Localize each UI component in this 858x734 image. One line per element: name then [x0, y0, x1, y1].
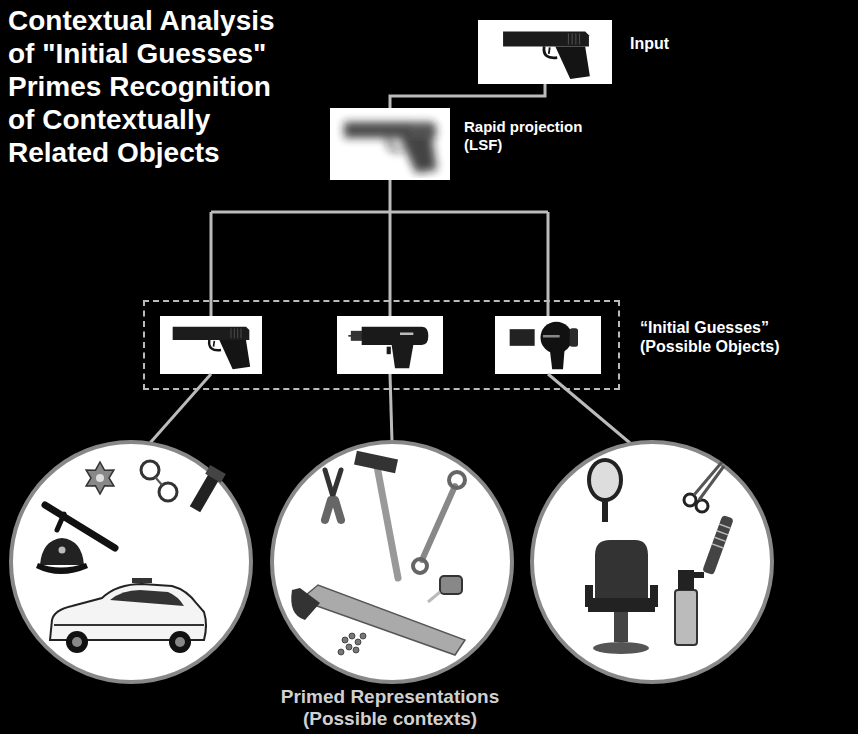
connector-line [389, 180, 392, 300]
tool-context-part-part [349, 633, 355, 639]
image-frames-part [337, 316, 443, 374]
police-context-part-part [175, 637, 185, 647]
police-context-part [187, 465, 226, 514]
tool-context-part-part [355, 639, 361, 645]
barber-context-part [585, 585, 593, 607]
image-frames-part [478, 20, 612, 84]
image-frames-part [495, 316, 601, 374]
image-frames-part [348, 327, 428, 369]
police-context-part [86, 462, 114, 494]
barber-context-part-part-part [714, 537, 725, 541]
barber-context-part [699, 466, 724, 500]
projection-image-box: Rapid projection (LSF) [330, 108, 450, 180]
tree-lines-part [390, 374, 392, 442]
context-circles-part [11, 442, 251, 682]
police-context-part [36, 563, 88, 574]
tool-context-part [440, 576, 462, 594]
tool-context-part [291, 588, 320, 620]
police-context-part-part [169, 631, 191, 653]
image-frames-part [173, 327, 250, 370]
police-context [36, 461, 226, 653]
barber-context [585, 460, 734, 654]
node-label: “Initial Guesses” (Possible Objects) [640, 318, 800, 356]
tool-context-part-part [342, 637, 348, 643]
barber-context-part [678, 570, 694, 590]
caption-label: Primed Representations (Possible context… [265, 686, 515, 730]
tool-context-part-part [346, 644, 352, 650]
police-context-part-part [205, 465, 226, 483]
tool-context-part [325, 470, 341, 520]
barber-context-part-part [702, 515, 734, 575]
tree-lines-part [548, 374, 630, 443]
tool-context-part-part [353, 647, 359, 653]
diagram-title: Contextual Analysis of "Initial Guesses"… [8, 4, 298, 169]
tool-context-part [449, 472, 465, 488]
node-label: Input [630, 34, 720, 53]
police-context-part-part [190, 473, 219, 512]
tool-context-part-part [338, 649, 344, 655]
input-image-box: Input [478, 20, 612, 84]
tool-context-part [338, 633, 366, 655]
police-context-part-part [132, 578, 152, 583]
police-context-part-part [72, 637, 82, 647]
tree-lines-part [389, 300, 392, 316]
barber-context-part-part-part [719, 524, 730, 528]
tool-context-part [325, 470, 340, 520]
context-circles [11, 442, 772, 682]
context-circles-part [532, 442, 772, 682]
barber-context-part [702, 515, 734, 575]
node-label: Rapid projection (LSF) [464, 118, 594, 154]
barber-context-part [602, 500, 608, 522]
barber-context-part [675, 590, 697, 645]
police-context-part [59, 547, 66, 554]
barber-context-part [588, 598, 655, 612]
connector-line [390, 84, 545, 108]
image-frames-part [503, 31, 590, 79]
image-frames-part [510, 322, 578, 370]
police-context-part [57, 514, 64, 530]
police-context-part [50, 578, 206, 653]
initial-guesses-group: “Initial Guesses” (Possible Objects) [143, 300, 620, 390]
tool-context-part [335, 500, 341, 520]
barber-context-part-part-part [712, 544, 723, 548]
tool-context-part [325, 500, 331, 520]
barber-context-part [696, 500, 708, 512]
barber-context-part [593, 642, 649, 654]
police-context-part [155, 477, 162, 485]
image-frames-part [330, 108, 450, 180]
tool-context-part-part [360, 633, 366, 639]
tool-context-part [413, 559, 427, 573]
tool-context-part [422, 486, 455, 560]
tool-context-part [354, 451, 398, 473]
barber-context-part [650, 585, 658, 607]
context-circles-part [272, 442, 512, 682]
image-frames-part-part [344, 122, 437, 173]
police-context-part [141, 461, 159, 479]
tree-lines-part [150, 374, 211, 443]
police-context-part [96, 474, 104, 482]
police-context-part-part [54, 624, 204, 626]
police-context-part-part [110, 590, 184, 606]
tree-lines-part [211, 211, 548, 214]
tool-context [291, 451, 465, 655]
barber-context-part [684, 494, 696, 506]
barber-context-part [595, 540, 648, 600]
tool-context-part [428, 592, 440, 602]
tool-context-part [377, 466, 398, 578]
barber-context-part [694, 572, 704, 578]
image-frames-part [344, 122, 437, 173]
barber-context-part-part [712, 524, 730, 548]
police-context-part [159, 483, 177, 501]
image-frames-part [160, 316, 262, 374]
police-context-part [40, 538, 84, 565]
barber-context-part [614, 612, 628, 642]
barber-context-part [589, 460, 621, 500]
barber-context-part-part-part [717, 531, 728, 535]
tool-context-part [300, 585, 465, 655]
police-context-part-part [66, 631, 88, 653]
